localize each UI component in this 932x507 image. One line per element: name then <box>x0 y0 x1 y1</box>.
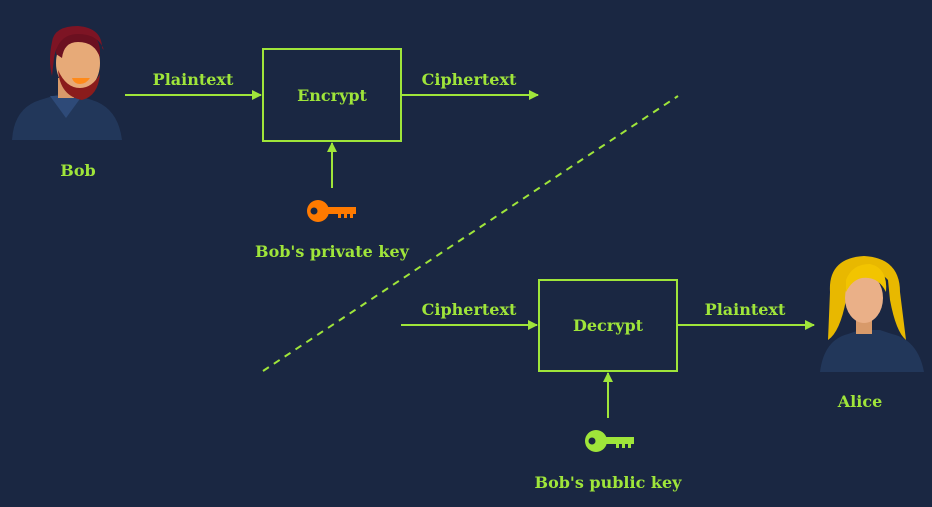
divider-line <box>262 95 679 372</box>
private-key-icon <box>307 200 356 222</box>
decrypt-output-label: Plaintext <box>704 300 786 319</box>
decrypt-input-label: Ciphertext <box>421 300 517 319</box>
decrypt-box-label: Decrypt <box>572 316 644 335</box>
encrypt-input-label: Plaintext <box>152 70 234 89</box>
encrypt-box-label: Encrypt <box>297 85 367 105</box>
private-key-label: Bob's private key <box>255 242 409 261</box>
encrypt-output-label: Ciphertext <box>421 70 517 89</box>
public-key-icon <box>585 430 634 452</box>
alice-label: Alice <box>837 392 883 411</box>
public-key-label: Bob's public key <box>534 473 682 492</box>
alice-avatar <box>820 256 924 372</box>
bob-avatar <box>12 26 122 140</box>
bob-label: Bob <box>60 161 96 180</box>
